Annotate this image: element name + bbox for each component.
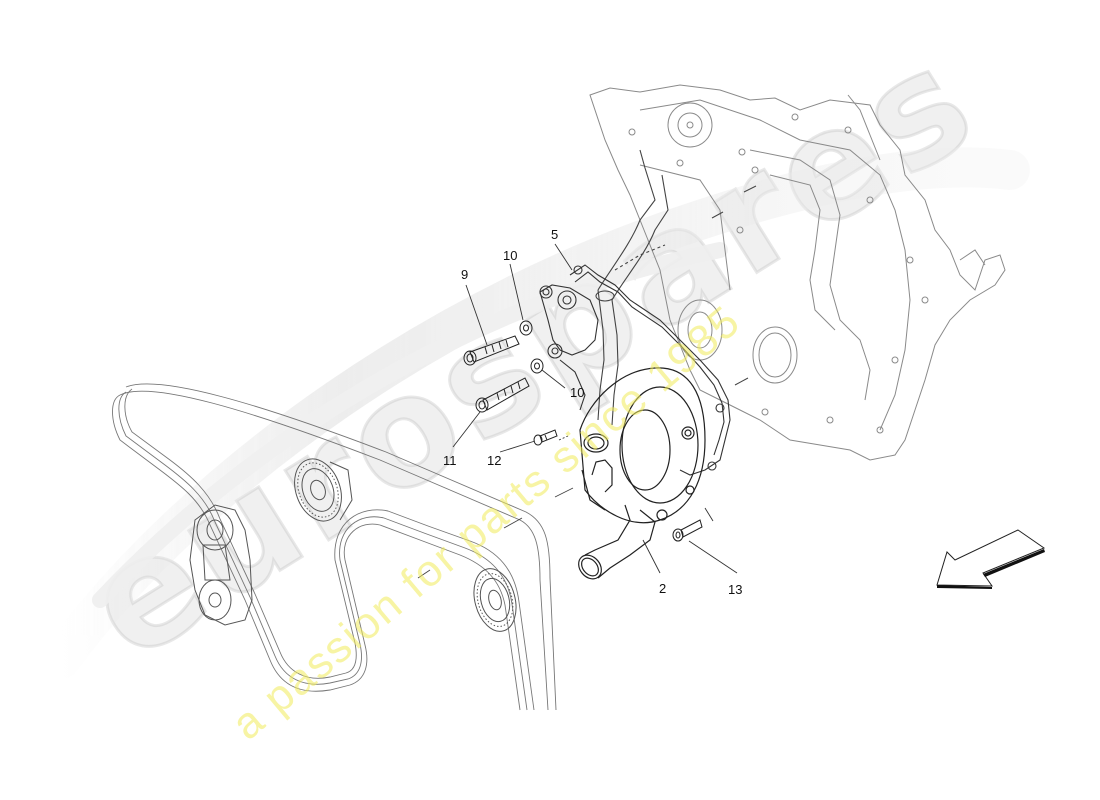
idler-pulley-upper: [294, 458, 353, 522]
washer-10b: [530, 358, 544, 374]
bolt-11: [475, 377, 530, 413]
callout-12[interactable]: 12: [487, 453, 502, 468]
callout-13[interactable]: 13: [728, 582, 743, 597]
callout-11[interactable]: 11: [443, 453, 457, 468]
front-direction-arrow: [936, 529, 1046, 589]
idler-pulley-lower: [473, 568, 517, 632]
callout-2[interactable]: 2: [659, 581, 667, 596]
leader-lines: [452, 243, 738, 574]
timing-cover: [589, 84, 1006, 461]
watermark-swoosh: [40, 147, 1030, 680]
bolt-9: [463, 335, 520, 366]
water-pump: [578, 367, 706, 580]
washer-10a: [519, 320, 533, 336]
callout-10-lower[interactable]: 10: [570, 385, 585, 400]
pump-upper-housing: [539, 284, 599, 411]
drive-belt: [112, 383, 557, 711]
gasket: [569, 264, 731, 476]
bolt-13: [672, 519, 703, 542]
belt-tensioner: [189, 504, 253, 626]
bolt-12: [533, 429, 558, 446]
callout-10-upper[interactable]: 10: [503, 248, 518, 263]
callout-5[interactable]: 5: [551, 227, 559, 242]
alignment-marks: [417, 487, 574, 579]
callout-9[interactable]: 9: [461, 267, 469, 282]
